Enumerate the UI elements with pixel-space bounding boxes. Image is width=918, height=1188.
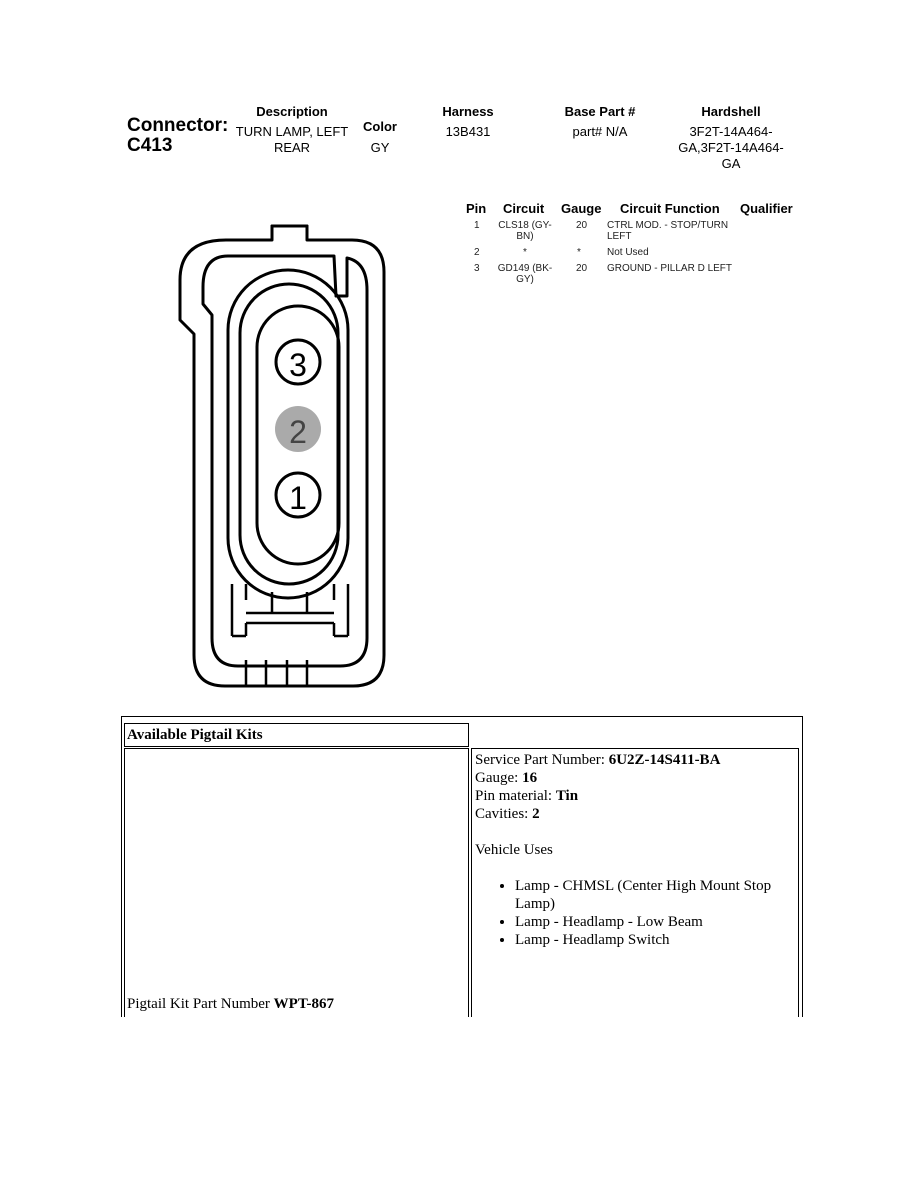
pin-circuit-line: CLS18 (GY- [498, 220, 552, 231]
vehicle-use-item: Lamp - CHMSL (Center High Mount Stop Lam… [515, 877, 798, 913]
pin-material-label: Pin material: [475, 788, 556, 804]
color-value: GY [370, 140, 390, 155]
service-part-line: Service Part Number: 6U2Z-14S411-BA [475, 751, 798, 769]
pin-gauge: 20 [576, 220, 588, 231]
harness-header: Harness [442, 104, 494, 119]
base-part-value: part# N/A [572, 124, 628, 139]
housing-inner-outline [201, 254, 369, 668]
pin-gauge: * [577, 247, 581, 258]
hardshell-line: GA [721, 156, 741, 171]
cavities-label: Cavities: [475, 806, 533, 822]
pin-number: 2 [474, 247, 480, 258]
pigtail-kit-label: Pigtail Kit Part Number [127, 996, 274, 1012]
base-part-header: Base Part # [564, 104, 636, 119]
cavity-3-label: 3 [289, 347, 307, 383]
cavities-line: Cavities: 2 [475, 805, 798, 823]
cavity-3-circle [274, 338, 322, 386]
gauge-header: Gauge [561, 201, 602, 216]
cavities-value: 2 [532, 806, 540, 822]
cavity-2-circle [275, 406, 321, 452]
hardshell-value: 3F2T-14A464- GA,3F2T-14A464- GA [668, 124, 794, 172]
vehicle-use-item: Lamp - Headlamp - Low Beam [515, 913, 798, 931]
pigtail-kit-number: WPT-867 [273, 996, 334, 1012]
service-part-details: Service Part Number: 6U2Z-14S411-BA Gaug… [472, 749, 798, 949]
circuit-header: Circuit [503, 201, 545, 216]
vehicle-uses-heading: Vehicle Uses [475, 842, 553, 858]
qualifier-header: Qualifier [740, 201, 793, 216]
connector-label: Connector: [127, 115, 229, 136]
pigtail-kit-part: Pigtail Kit Part Number WPT-867 [127, 995, 334, 1013]
vehicle-use-item: Lamp - Headlamp Switch [515, 931, 798, 949]
cavity-surround-inner [255, 304, 341, 566]
gauge-label: Gauge: [475, 770, 523, 786]
description-line: REAR [273, 140, 311, 155]
cavity-1-label: 1 [289, 480, 307, 516]
pin-circuit: GD149 (BK- GY) [494, 263, 556, 285]
vehicle-uses-list: Lamp - CHMSL (Center High Mount Stop Lam… [475, 877, 798, 949]
pigtail-kit-cell: Pigtail Kit Part Number WPT-867 [124, 748, 469, 1017]
pin-function: Not Used [607, 247, 649, 258]
pin-function-line: CTRL MOD. - STOP/TURN [607, 220, 729, 231]
cavity-surround-outer [226, 268, 350, 600]
pigtail-heading: Available Pigtail Kits [127, 727, 263, 743]
pigtail-table: Available Pigtail Kits Pigtail Kit Part … [121, 716, 803, 1017]
pin-function: CTRL MOD. - STOP/TURN LEFT [607, 220, 728, 242]
harness-value: 13B431 [445, 124, 491, 139]
service-part-cell: Service Part Number: 6U2Z-14S411-BA Gaug… [471, 748, 799, 1017]
description-line: TURN LAMP, LEFT [235, 124, 349, 139]
pin-header: Pin [466, 201, 487, 216]
gauge-line: Gauge: 16 [475, 769, 798, 787]
service-part-label: Service Part Number: [475, 752, 609, 768]
pin-material-value: Tin [555, 788, 579, 804]
hardshell-header: Hardshell [701, 104, 761, 119]
pin-circuit: CLS18 (GY- BN) [494, 220, 556, 242]
cavity-1: 1 [274, 471, 322, 519]
hardshell-line: GA,3F2T-14A464- [678, 140, 784, 155]
pin-function: GROUND - PILLAR D LEFT [607, 263, 733, 274]
pin-circuit-line: BN) [516, 231, 534, 242]
cavity-2: 2 [275, 406, 321, 452]
pin-number: 1 [474, 220, 480, 231]
pin-gauge: 20 [576, 263, 588, 274]
description-value: TURN LAMP, LEFT REAR [228, 124, 356, 156]
description-header: Description [256, 104, 328, 119]
latch-area [230, 584, 350, 686]
pin-circuit: * [523, 247, 527, 258]
pin-material-line: Pin material: Tin [475, 787, 798, 805]
cavity-3: 3 [274, 338, 322, 386]
hardshell-line: 3F2T-14A464- [689, 124, 773, 139]
housing-outline [178, 224, 386, 688]
pin-circuit-line: GD149 (BK- [497, 263, 553, 274]
cavity-1-circle [274, 471, 322, 519]
connector-id: C413 [127, 135, 173, 156]
connector-title: Connector: C413 [127, 116, 228, 156]
lock-tab [270, 224, 309, 240]
service-part-number: 6U2Z-14S411-BA [608, 752, 721, 768]
color-header: Color [363, 119, 397, 134]
gauge-value: 16 [522, 770, 538, 786]
pin-number: 3 [474, 263, 480, 274]
circuit-function-header: Circuit Function [620, 201, 720, 216]
pin-circuit-line: GY) [516, 274, 534, 285]
cavity-2-label: 2 [289, 414, 307, 450]
connector-face-diagram: 3 2 1 [178, 224, 386, 688]
pigtail-heading-cell: Available Pigtail Kits [124, 723, 469, 747]
pin-function-line: LEFT [607, 231, 632, 242]
